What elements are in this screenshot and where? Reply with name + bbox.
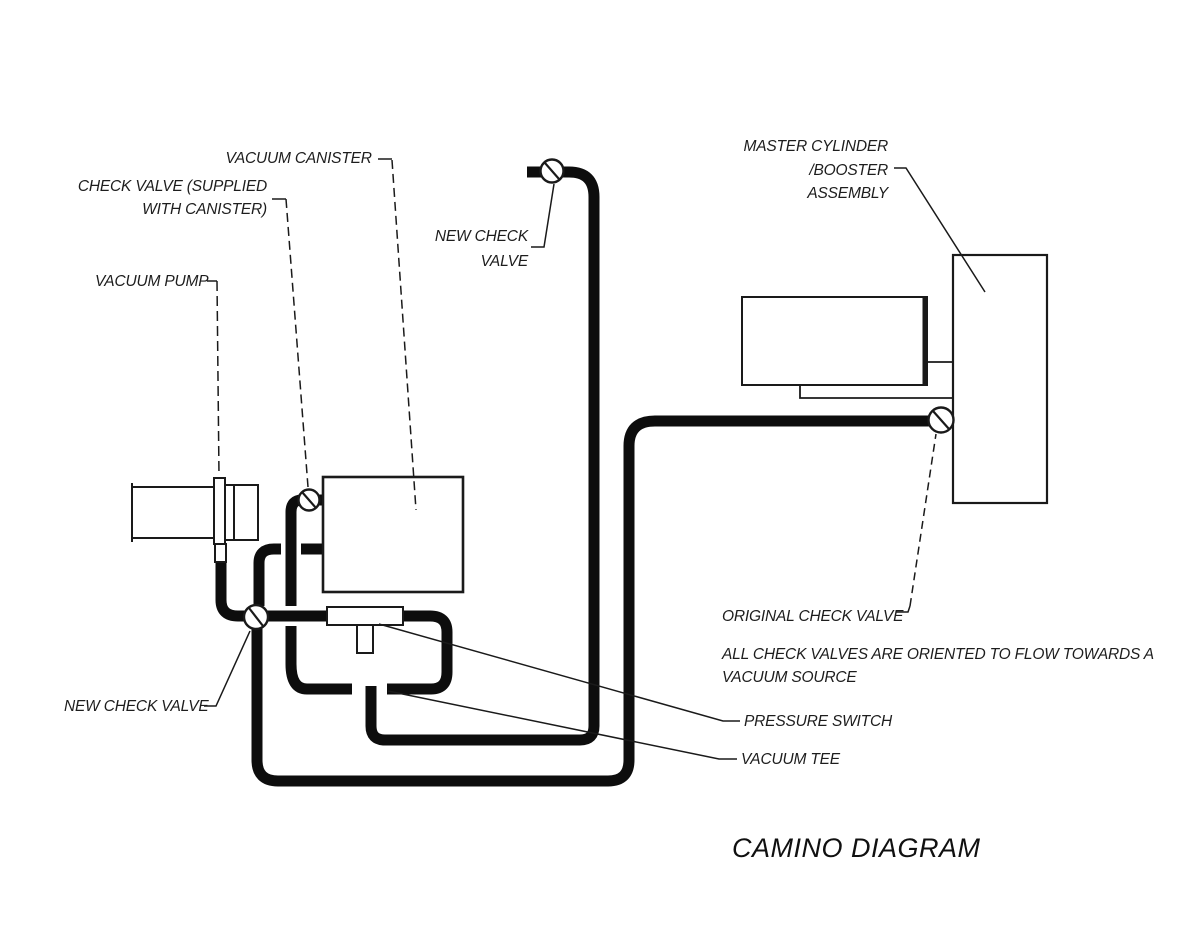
label-check-valve-supplied: CHECK VALVE (SUPPLIED WITH CANISTER): [78, 175, 267, 221]
label-new-check-valve-top-line2: VALVE: [480, 253, 529, 270]
leader-lines: [204, 158, 986, 760]
canister-check-valve-icon: [297, 488, 321, 512]
label-new-check-valve-top: NEW CHECK VALVE: [435, 224, 528, 274]
label-pressure-switch: PRESSURE SWITCH: [744, 713, 893, 730]
label-vacuum-tee: VACUUM TEE: [741, 751, 840, 768]
label-master-cylinder-line3: ASSEMBLY: [807, 185, 888, 202]
label-vacuum-pump: VACUUM PUMP: [95, 273, 209, 290]
label-check-valve-supplied-line1: CHECK VALVE (SUPPLIED: [77, 178, 267, 195]
master-cylinder: [741, 296, 953, 399]
hose-valve-to-canister-port: [253, 543, 322, 614]
hose-pressure-loop: [252, 610, 453, 695]
label-master-cylinder-line1: MASTER CYLINDER: [743, 138, 888, 155]
label-check-valve-note-line1: ALL CHECK VALVES ARE ORIENTED TO FLOW TO…: [722, 646, 1154, 663]
hose-tee-to-top-valve: [365, 166, 600, 746]
new-check-valve-top-icon: [539, 158, 565, 184]
pressure-switch-body: [326, 606, 404, 654]
vacuum-pump: [131, 477, 259, 563]
label-original-check-valve: ORIGINAL CHECK VALVE: [722, 608, 904, 625]
new-check-valve-bottom-icon: [242, 603, 270, 631]
label-check-valve-note: ALL CHECK VALVES ARE ORIENTED TO FLOW TO…: [722, 643, 1154, 689]
diagram-title: CAMINO DIAGRAM: [732, 833, 981, 863]
label-new-check-valve-top-line1: NEW CHECK: [434, 228, 528, 245]
label-master-cylinder-booster: MASTER CYLINDER /BOOSTER ASSEMBLY: [743, 135, 888, 206]
hose-outer-loop-to-booster: [251, 415, 934, 787]
label-check-valve-note-line2: VACUUM SOURCE: [722, 669, 857, 686]
original-check-valve-icon: [927, 406, 955, 434]
label-master-cylinder-line2: /BOOSTER: [809, 161, 888, 179]
vacuum-canister-box: [321, 475, 465, 594]
label-check-valve-supplied-line2: WITH CANISTER): [142, 201, 267, 218]
hose-pump-outlet: [215, 560, 252, 622]
label-vacuum-canister: VACUUM CANISTER: [225, 150, 372, 167]
booster-assembly-box: [951, 253, 1049, 505]
label-new-check-valve-bottom: NEW CHECK VALVE: [64, 698, 209, 715]
